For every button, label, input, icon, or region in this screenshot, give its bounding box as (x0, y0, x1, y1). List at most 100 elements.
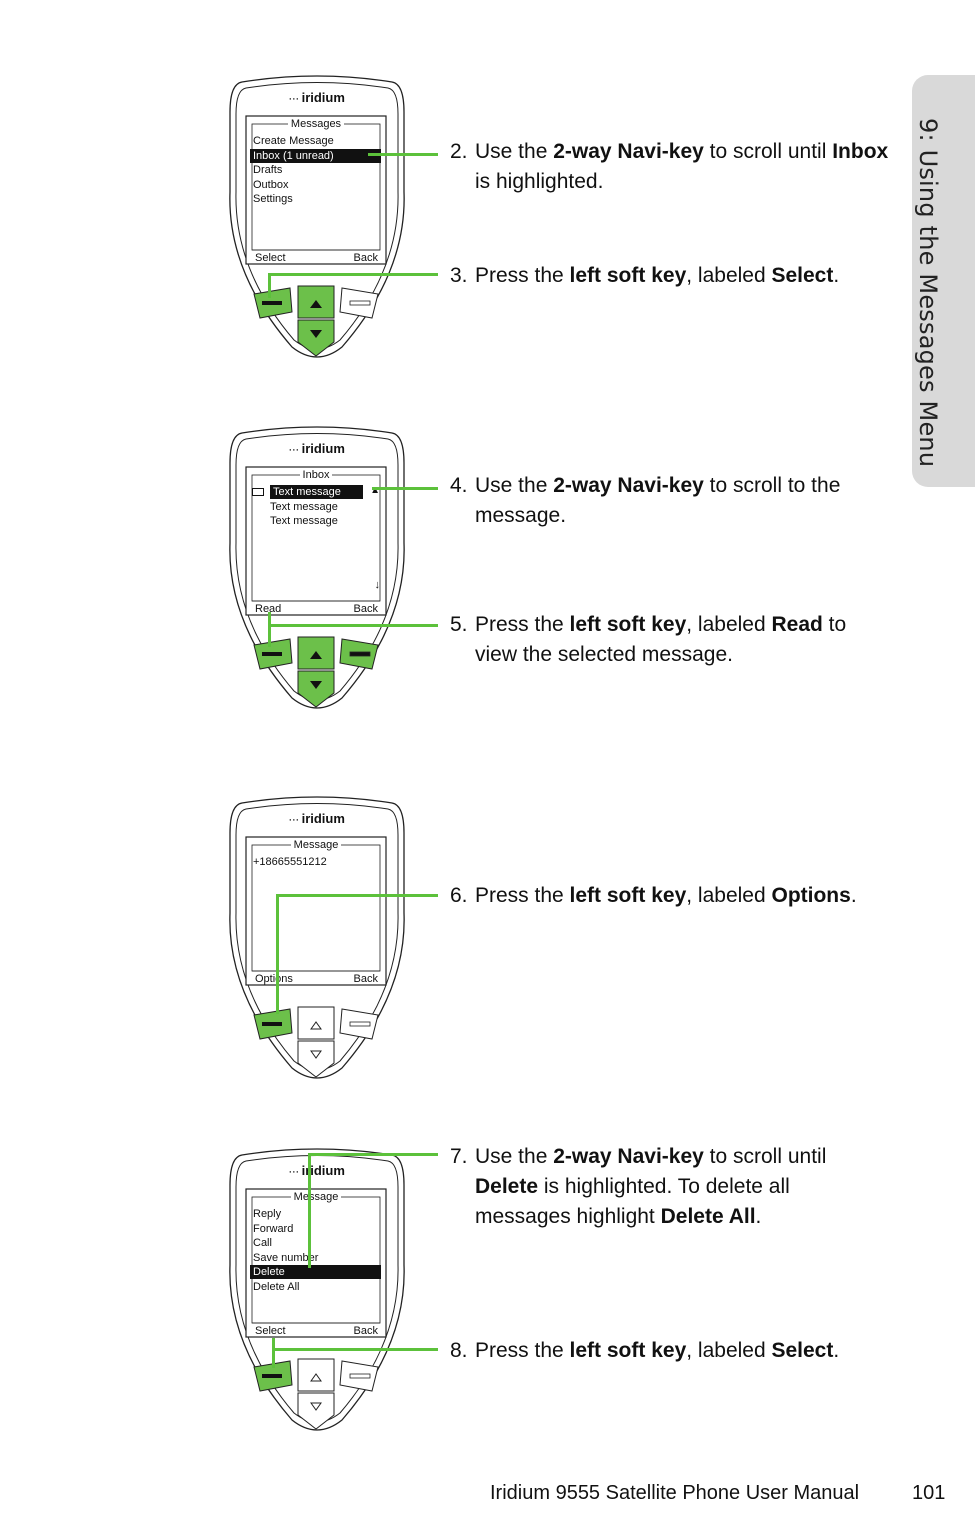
screen-menu-item: Text message (270, 500, 338, 513)
step-text-part: is highlighted. (475, 170, 604, 193)
callout-line (372, 487, 438, 490)
step-number: 3. (450, 264, 468, 287)
step-number: 2. (450, 140, 468, 163)
footer-manual-title: Iridium 9555 Satellite Phone User Manual (490, 1482, 860, 1504)
screen-menu-item: Reply (253, 1208, 282, 1220)
step-text: Press the left soft key, labeled Options… (475, 881, 890, 911)
section-tab-label: 9: Using the Messages Menu (914, 118, 942, 468)
step-text-part: . (833, 264, 840, 287)
step-3: 3.Press the left soft key, labeled Selec… (450, 261, 890, 291)
step-emphasis: Read (771, 613, 823, 636)
right-softkey-label: Back (353, 252, 378, 264)
brand-logo: ∙∙∙iridium (289, 90, 345, 105)
screen-menu-item: Text message (270, 485, 363, 499)
step-text: Press the left soft key, labeled Select. (475, 1336, 890, 1366)
step-emphasis: Delete (475, 1175, 539, 1198)
step-number: 8. (450, 1339, 468, 1362)
step-emphasis: left soft key (569, 884, 687, 907)
step-text-part: to view the selected message. (475, 613, 847, 666)
step-emphasis: Select (771, 1339, 834, 1362)
envelope-icon (252, 488, 264, 496)
screen-menu-item: +18665551212 (253, 856, 327, 868)
screen-menu-item: Text message (270, 515, 338, 527)
step-text-part: . (755, 1205, 762, 1228)
step-text-part: Press the (475, 1339, 570, 1362)
screen-menu-item: Create Message (253, 135, 334, 147)
left-softkey-label: Select (255, 252, 286, 264)
right-softkey-label: Back (353, 603, 378, 615)
left-softkey-label: Read (255, 603, 282, 615)
brand-logo: ∙∙∙iridium (289, 811, 345, 826)
callout-line (272, 1348, 438, 1351)
screen-menu-item: Call (253, 1237, 272, 1249)
step-text: Use the 2-way Navi-key to scroll until I… (475, 137, 890, 197)
brand-logo: ∙∙∙iridium (289, 1163, 345, 1178)
nav-key-up (297, 1006, 335, 1040)
phone-body (229, 796, 405, 1079)
screen-menu-item: Forward (253, 1222, 294, 1235)
callout-line (268, 273, 271, 298)
scroll-up-icon: ▲ (370, 485, 380, 496)
callout-line (276, 894, 438, 897)
screen-menu-item: Delete All (253, 1280, 300, 1293)
screen-title: Messages (246, 118, 386, 130)
screen-menu-item: Save number (253, 1251, 319, 1264)
callout-line (308, 1153, 311, 1268)
step-text-part: , labeled (686, 264, 772, 287)
right-softkey-label: Back (353, 973, 378, 985)
nav-key-down (297, 1392, 335, 1430)
screen-title-text: Message (290, 1191, 342, 1203)
step-text-part: Press the (475, 613, 570, 636)
step-emphasis: left soft key (569, 1339, 687, 1362)
step-text-part: to scroll until (703, 140, 833, 163)
callout-line (268, 624, 438, 627)
step-emphasis: 2-way Navi-key (553, 140, 704, 163)
step-number: 4. (450, 474, 468, 497)
step-7: 7. Use the 2-way Navi-key to scroll until… (450, 1142, 890, 1232)
screen-title-text: Message (290, 839, 342, 851)
scroll-down-icon: ↓ (374, 579, 381, 591)
screen-title: Message (246, 1191, 386, 1203)
step-text-part: . (833, 1339, 840, 1362)
step-6: 6. Press the left soft key, labeled Optio… (450, 881, 890, 911)
screen-menu-item: Drafts (253, 164, 283, 176)
step-2: 2. Use the 2-way Navi-key to scroll until… (450, 137, 890, 197)
screen-title: Message (246, 839, 386, 851)
screen-title-text: Messages (287, 118, 345, 130)
step-text-part: Use the (475, 140, 554, 163)
callout-line (268, 612, 271, 647)
step-text-part: Press the (475, 264, 570, 287)
page-number: 101 (912, 1482, 946, 1504)
step-text: Use the 2-way Navi-key to scroll until D… (475, 1142, 890, 1232)
step-4: 4. Use the 2-way Navi-key to scroll to th… (450, 471, 890, 531)
step-text-part: , labeled (686, 613, 772, 636)
screen-title-text: Inbox (299, 469, 333, 481)
step-emphasis: left soft key (569, 613, 687, 636)
screen-menu-item: Delete (250, 1265, 381, 1279)
step-text-part: . (850, 884, 857, 907)
screen-menu-item: Inbox (1 unread) (250, 148, 381, 163)
nav-key-down (297, 1040, 335, 1078)
step-text-part: , labeled (686, 884, 772, 907)
screen-title: Inbox (246, 469, 386, 481)
step-emphasis: 2-way Navi-key (553, 1145, 704, 1168)
phone-body (229, 75, 405, 358)
step-text: Use the 2-way Navi-key to scroll to the … (475, 471, 890, 531)
step-text-part: Use the (475, 474, 554, 497)
step-5: 5.Press the left soft key, labeled Read … (450, 610, 890, 670)
callout-line (368, 153, 438, 156)
step-number: 5. (450, 613, 468, 636)
step-number: 7. (450, 1145, 468, 1168)
step-emphasis: 2-way Navi-key (553, 474, 704, 497)
step-number: 6. (450, 884, 468, 907)
step-text-part: to scroll to the message. (475, 474, 841, 527)
callout-line (268, 273, 438, 276)
